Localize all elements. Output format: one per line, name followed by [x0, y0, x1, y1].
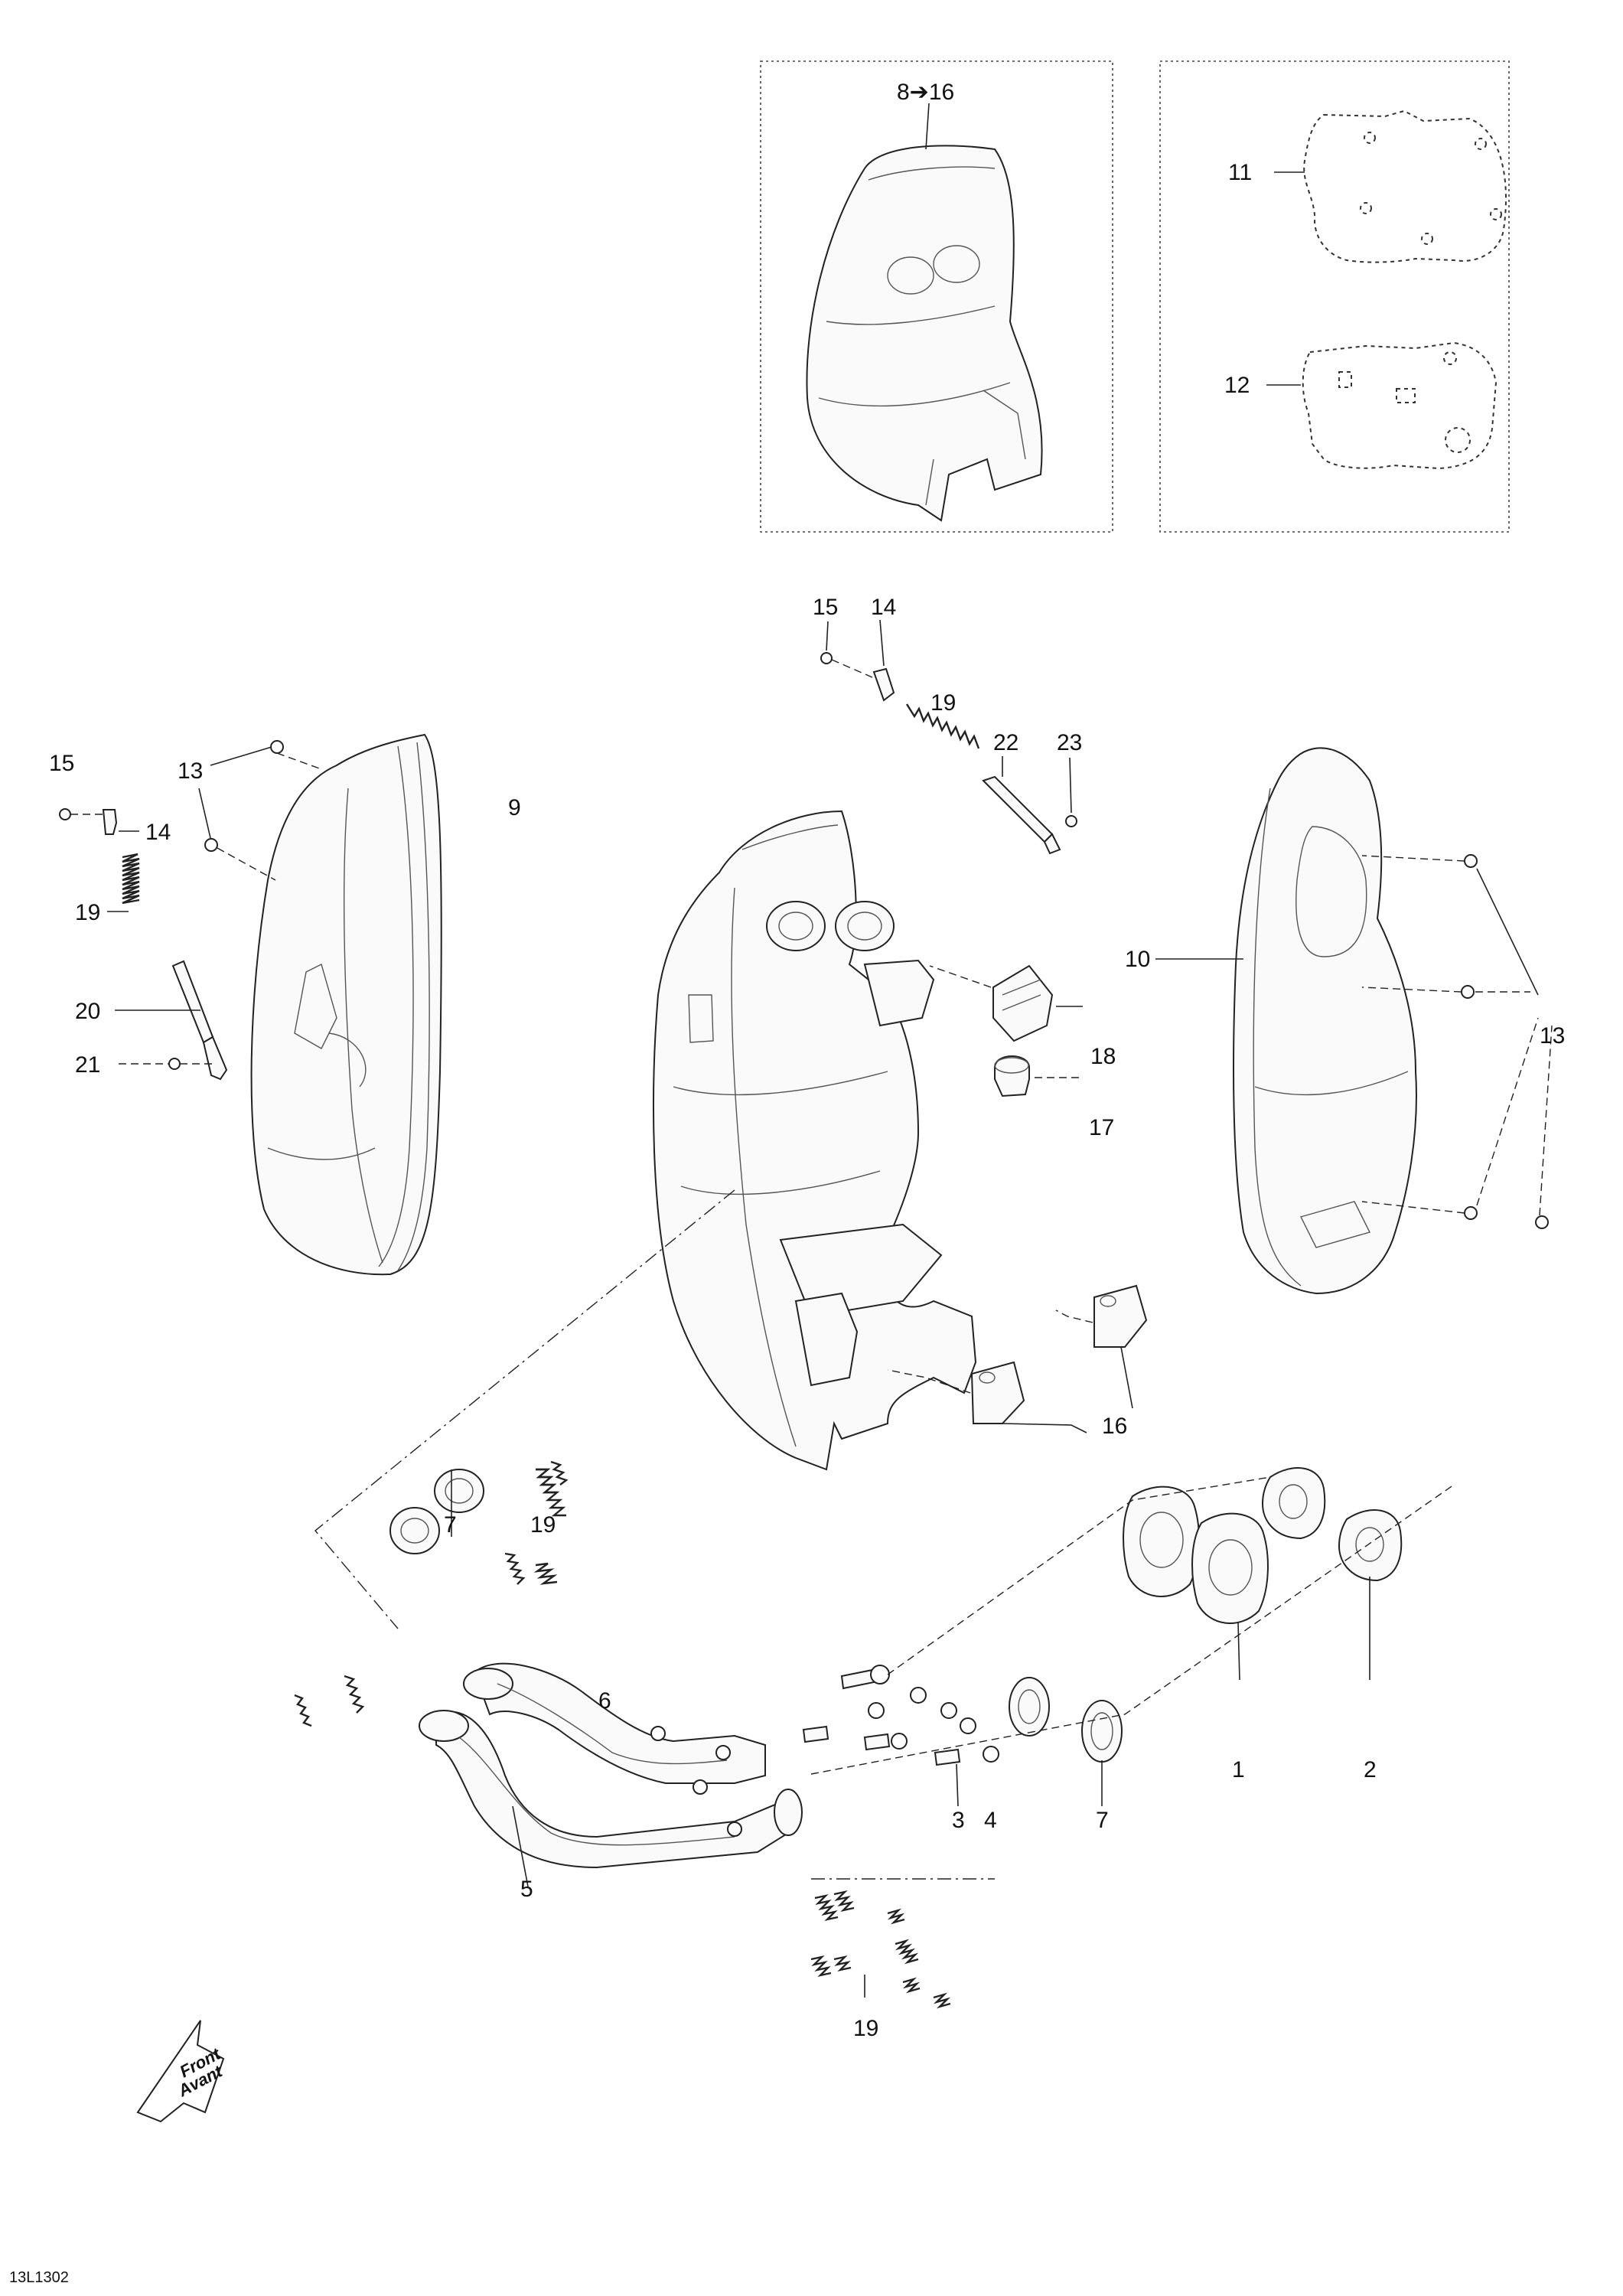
springs-19-bottom: [810, 1878, 995, 2009]
callout-14-top: 14: [871, 595, 896, 620]
callout-2: 2: [1364, 1757, 1377, 1782]
grommet-17: [994, 1055, 1079, 1097]
callout-15-left: 15: [49, 751, 74, 776]
callout-1: 1: [1232, 1757, 1245, 1782]
callout-9: 9: [508, 795, 521, 820]
sealing-rings-7-bottom: [1009, 1677, 1123, 1806]
gasket-12: [1302, 341, 1498, 470]
inset-frame-muffler-assembly: [760, 60, 1113, 533]
callout-10: 10: [1125, 947, 1150, 972]
callout-5: 5: [520, 1877, 533, 1902]
exhaust-manifold-pipes: [419, 1662, 803, 1887]
sealing-rings-7-top: [389, 1469, 484, 1554]
callout-17: 17: [1089, 1115, 1114, 1140]
rubber-mount-16: [887, 1284, 1148, 1433]
heat-shield-left: [250, 733, 442, 1276]
callout-6: 6: [598, 1688, 611, 1714]
callout-11: 11: [1228, 160, 1252, 185]
heat-shield-right: [1155, 747, 1417, 1295]
fasteners-3-4: [802, 1665, 999, 1807]
muffler-main: [653, 810, 977, 1471]
callout-13-right: 13: [1540, 1023, 1565, 1049]
callout-15-top: 15: [813, 595, 838, 620]
figure-code: 13L1302: [9, 2269, 69, 2286]
flanges-and-gaskets: [810, 1467, 1455, 1775]
callout-3: 3: [952, 1808, 965, 1833]
callout-18: 18: [1090, 1044, 1116, 1069]
left-spring-bracket-group: [59, 808, 228, 1081]
front-direction-arrow: Front Avant: [136, 2020, 227, 2123]
callout-16: 16: [1102, 1414, 1127, 1439]
callout-12: 12: [1224, 373, 1250, 398]
callout-7-bottom: 7: [1096, 1808, 1109, 1833]
callout-23: 23: [1057, 730, 1082, 755]
gasket-11: [1303, 109, 1507, 263]
callout-7-top: 7: [444, 1512, 457, 1538]
callout-8-16: 8➔16: [897, 80, 954, 105]
top-spring-bracket-group: [820, 619, 1077, 855]
callout-13-left: 13: [178, 758, 203, 784]
callout-19-mid: 19: [530, 1512, 556, 1538]
callout-21: 21: [75, 1052, 100, 1078]
springs-19-mid: [294, 1460, 569, 1727]
callout-19-bottom: 19: [853, 2016, 878, 2041]
inset-muffler-assembly: [806, 103, 1043, 522]
callout-14-left: 14: [145, 820, 171, 845]
callout-4: 4: [984, 1808, 997, 1833]
callout-19-left: 19: [75, 900, 100, 925]
inset-frame-gaskets: [1159, 60, 1510, 533]
callout-19-top: 19: [930, 690, 956, 716]
rubber-mount-18: [929, 964, 1083, 1042]
callout-20: 20: [75, 999, 100, 1024]
callout-22: 22: [993, 730, 1018, 755]
